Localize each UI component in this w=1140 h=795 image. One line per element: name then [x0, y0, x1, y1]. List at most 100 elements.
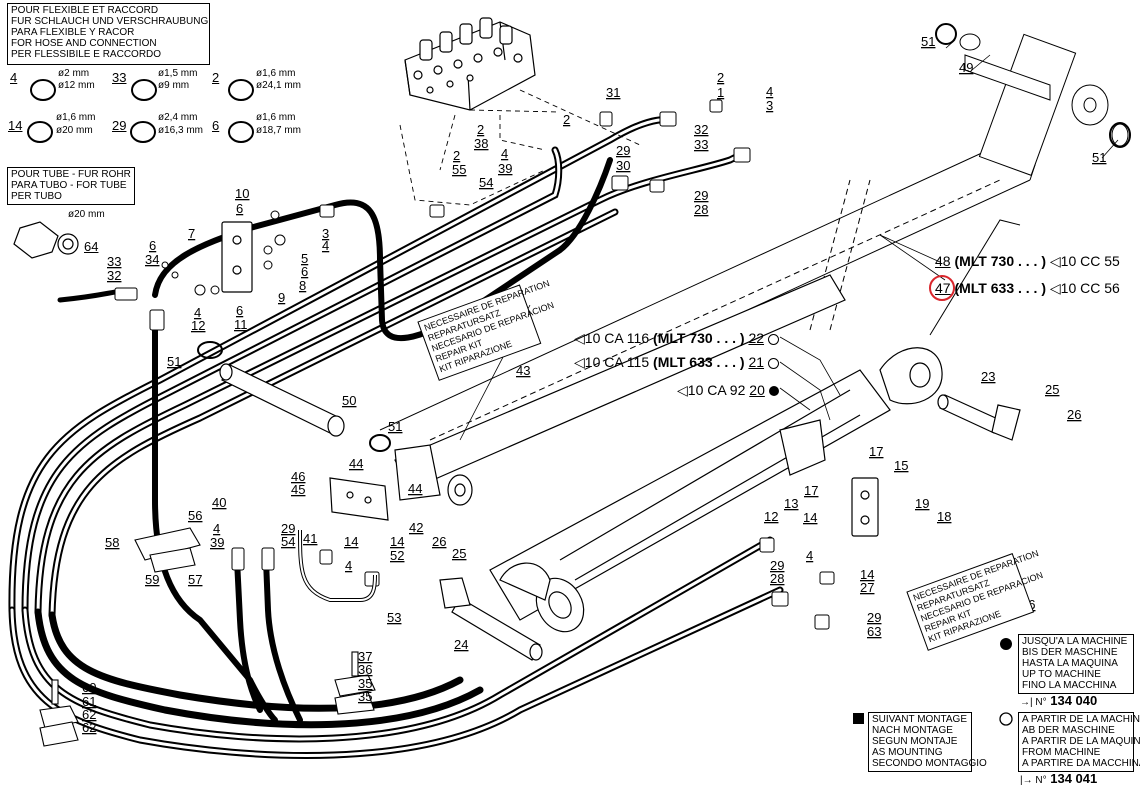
- dashed-guides: [399, 89, 641, 206]
- callout-12: 12: [191, 318, 205, 333]
- highlight-circle: [929, 275, 955, 301]
- mount-line-4: AS MOUNTING: [872, 747, 943, 758]
- from-line-1: A PARTIR DE LA MACHINE: [1022, 714, 1140, 725]
- callout-6: 6: [149, 238, 156, 253]
- mount-line-3: SEGUN MONTAJE: [872, 736, 958, 747]
- tube-line-1: POUR TUBE - FUR ROHR: [11, 169, 131, 180]
- callout-29: 29: [867, 610, 881, 625]
- tube-info-box: POUR TUBE - FUR ROHR PARA TUBO - FOR TUB…: [7, 167, 135, 205]
- callout-18: 18: [937, 509, 951, 524]
- callout-24: 24: [454, 637, 468, 652]
- callout-50: 50: [342, 393, 356, 408]
- fittings: [114, 99, 835, 630]
- callout-4: 4: [766, 84, 773, 99]
- spec-a-33: ø1,5 mm: [158, 68, 198, 79]
- from-line-3: A PARTIR DE LA MAQUINA: [1022, 736, 1140, 747]
- callout-26: 26: [432, 534, 446, 549]
- hydraulic-hoses: [8, 116, 784, 759]
- callout-44: 44: [349, 456, 363, 471]
- callout-17: 17: [804, 483, 818, 498]
- according-mounting-box: SUIVANT MONTAGE NACH MONTAGE SEGUN MONTA…: [868, 712, 987, 772]
- from-serial: |→ N° 134 041: [1020, 771, 1097, 786]
- junction-blocks: [221, 221, 879, 537]
- oring-icons: [27, 23, 1131, 452]
- from-serial-prefix: |→ N°: [1020, 775, 1047, 786]
- callout-52: 52: [390, 548, 404, 563]
- callout-51: 51: [167, 354, 181, 369]
- callout-59: 59: [145, 572, 159, 587]
- callout-45: 45: [291, 482, 305, 497]
- callout-33: 33: [694, 137, 708, 152]
- filled-circle-icon: [768, 386, 779, 397]
- tube-line-3: PER TUBO: [11, 191, 62, 202]
- until-line-5: FINO LA MACCHINA: [1022, 680, 1117, 691]
- upper-cylinder: [394, 274, 846, 506]
- spec-num-6: 6: [212, 118, 220, 133]
- callout-14: 14: [803, 510, 817, 525]
- callout-7: 7: [188, 226, 195, 241]
- callout-30: 30: [616, 158, 630, 173]
- callout-6: 6: [236, 201, 243, 216]
- callout-4: 4: [194, 305, 201, 320]
- callout-51: 51: [388, 419, 402, 434]
- spec-a-14: ø1,6 mm: [56, 112, 96, 123]
- until-machine-box: JUSQU'A LA MACHINE BIS DER MASCHINE HAST…: [1018, 634, 1134, 694]
- callout-4: 4: [501, 146, 508, 161]
- from-line-5: A PARTIRE DA MACCHINA: [1022, 758, 1140, 769]
- callout-14: 14: [860, 567, 874, 582]
- hose-line-3: PARA FLEXIBLE Y RACOR: [11, 27, 135, 38]
- pin-23: [937, 394, 1021, 441]
- callout-34: 34: [145, 252, 159, 267]
- callout-11: 11: [234, 317, 248, 332]
- callout-13: 13: [784, 496, 798, 511]
- until-line-2: BIS DER MASCHINE: [1022, 647, 1118, 658]
- callout-51: 51: [921, 34, 935, 49]
- callout-61: 61: [82, 694, 96, 709]
- callout-35: 35: [358, 689, 372, 704]
- callout-6: 6: [236, 303, 243, 318]
- callout-38: 38: [474, 136, 488, 151]
- callout-2: 2: [563, 112, 570, 127]
- leader-lines: [459, 39, 1119, 441]
- spec-b-6: ø18,7 mm: [256, 125, 302, 136]
- tube-num: 64: [84, 239, 99, 254]
- callout-39: 39: [498, 161, 512, 176]
- callout-32: 32: [694, 122, 708, 137]
- telescopic-cylinder: [379, 33, 1129, 471]
- callout-19: 19: [915, 496, 929, 511]
- callout-15: 15: [894, 458, 908, 473]
- callout-31: 31: [606, 85, 620, 100]
- from-machine-box: A PARTIR DE LA MACHINE AB DER MASCHINE A…: [1018, 712, 1140, 772]
- spec-a-4: ø2 mm: [58, 68, 90, 79]
- callout-60: 60: [82, 680, 96, 695]
- callout-42: 42: [409, 520, 423, 535]
- callout-35: 35: [358, 676, 372, 691]
- from-line-2: AB DER MASCHINE: [1022, 725, 1115, 736]
- callout-25: 25: [452, 546, 466, 561]
- callout-14: 14: [390, 534, 404, 549]
- callout-56: 56: [188, 508, 202, 523]
- hose-line-2: FUR SCHLAUCH UND VERSCHRAUBUNG: [11, 16, 209, 27]
- spec-num-33: 33: [112, 70, 127, 85]
- repair-kit-43: NECESSAIRE DE REPARATION REPARATURSATZ N…: [417, 278, 555, 381]
- spec-num-2: 2: [212, 70, 220, 85]
- callout-12: 12: [764, 509, 778, 524]
- open-circle-icon: [767, 357, 779, 369]
- spec-b-2: ø24,1 mm: [256, 80, 302, 91]
- spec-b-14: ø20 mm: [56, 125, 93, 136]
- callout-49: 49: [959, 60, 973, 75]
- callout-10: 10: [235, 186, 249, 201]
- callout-63: 63: [867, 624, 881, 639]
- tilt-cylinder: [489, 347, 943, 633]
- spec-b-4: ø12 mm: [58, 80, 95, 91]
- until-line-4: UP TO MACHINE: [1022, 669, 1101, 680]
- callout-43: 43: [516, 363, 530, 378]
- mount-line-1: SUIVANT MONTAGE: [872, 714, 968, 725]
- callout-32: 32: [107, 268, 121, 283]
- callout-62: 62: [82, 720, 96, 735]
- callout-62: 62: [82, 707, 96, 722]
- callout-29: 29: [281, 521, 295, 536]
- callout-53: 53: [387, 610, 401, 625]
- mount-line-2: NACH MONTAGE: [872, 725, 953, 736]
